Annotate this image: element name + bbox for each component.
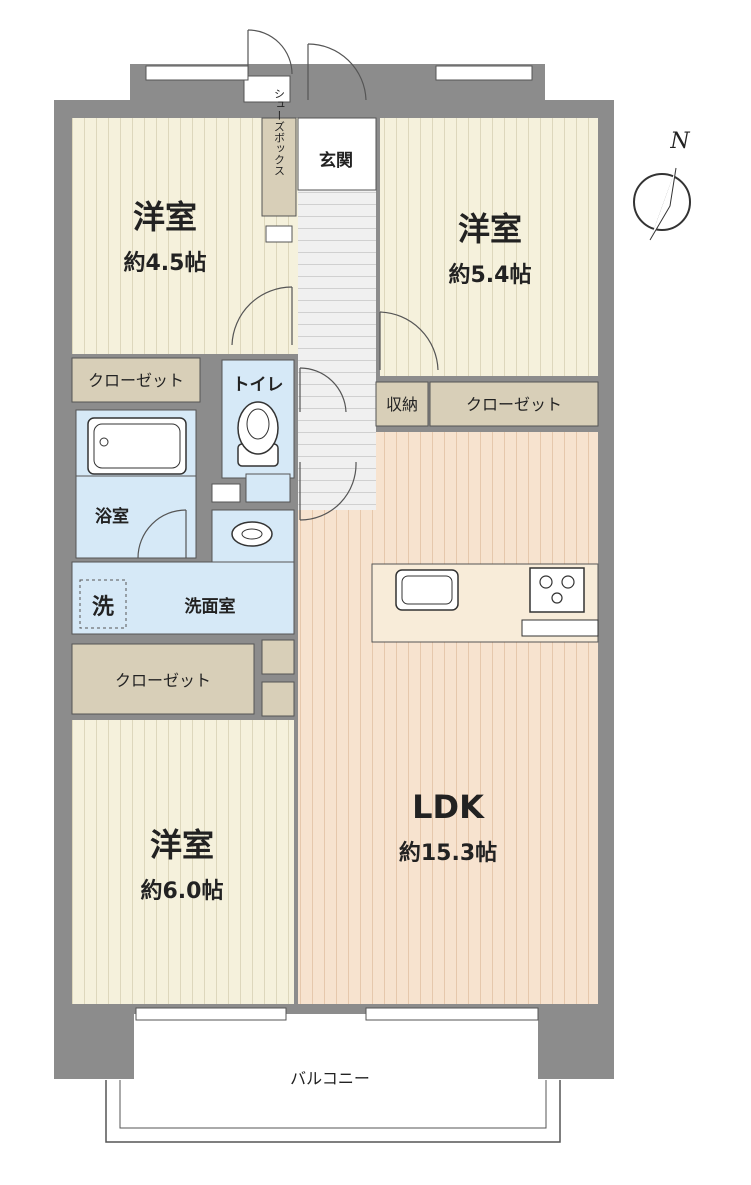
windows: [135, 65, 539, 1021]
label-size-ldk: 約15.3帖: [399, 840, 497, 866]
storage: [375, 381, 429, 427]
toilet-tank: [245, 473, 291, 503]
toilet-bowl-icon: [237, 401, 279, 467]
shoe-box: [261, 117, 297, 217]
label-south-room-west: 洋室: [150, 826, 214, 864]
vent-shoe: [265, 225, 293, 243]
entrance-area: [297, 117, 377, 191]
washroom: [71, 561, 295, 635]
label-shoe-box: シューズボックス: [273, 88, 286, 176]
compass-icon: [633, 167, 691, 241]
room-west-north: [72, 118, 298, 354]
label-size-east-north: 約5.4帖: [449, 262, 532, 288]
label-compass-north: N: [669, 129, 690, 154]
label-storage: 収納: [386, 395, 418, 414]
closet-small-1: [261, 639, 295, 675]
closet-small-2: [261, 681, 295, 717]
bathtub-icon: [87, 417, 187, 475]
label-closet-1: クローゼット: [88, 371, 184, 390]
room-west-south: [72, 720, 294, 1004]
vent-top: [243, 75, 291, 103]
hallway: [298, 190, 376, 510]
balcony-rail: [105, 1080, 561, 1143]
label-closet-2: クローゼット: [466, 395, 562, 414]
label-closet-3: クローゼット: [115, 671, 211, 690]
vent-toilet: [211, 483, 241, 503]
label-toilet: トイレ: [233, 375, 284, 395]
label-ldk: LDK: [412, 788, 485, 826]
range-hood: [521, 619, 599, 637]
closet-east: [429, 381, 599, 427]
closet-west-north: [71, 357, 201, 403]
washer-space: [79, 579, 127, 629]
closet-west-south: [71, 643, 255, 715]
sink-icon: [231, 521, 273, 547]
room-east-north: [380, 118, 598, 376]
room-ldk: [298, 432, 598, 1004]
label-washroom: 洗面室: [185, 596, 236, 617]
kitchen-sink-icon: [395, 569, 459, 611]
label-size-west-north: 約4.5帖: [124, 250, 207, 276]
doors: [137, 29, 439, 559]
label-north-room-east: 洋室: [458, 210, 522, 248]
label-balcony: バルコニー: [290, 1069, 370, 1088]
stove-icon: [529, 567, 585, 613]
balcony-inner: [119, 1080, 547, 1129]
label-north-room-west: 洋室: [133, 198, 197, 236]
label-entrance: 玄関: [319, 150, 353, 171]
label-washer: 洗: [92, 595, 114, 620]
label-size-west-south: 約6.0帖: [141, 878, 224, 904]
label-bath: 浴室: [95, 506, 129, 527]
